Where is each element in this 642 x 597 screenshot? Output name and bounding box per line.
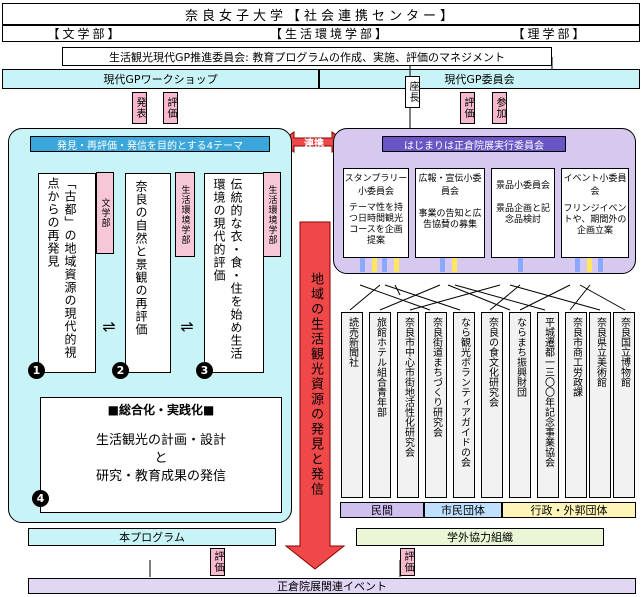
subcommittee-stamp <box>343 168 409 258</box>
subcommittee-prize-desc: 景品企画と記念品検討 <box>495 204 550 225</box>
program-label: 本プログラム <box>28 528 276 546</box>
center-arrow-text: 地域の生活観光資源の発見と発信 <box>308 272 323 497</box>
tag-sanka: 参加 <box>492 92 507 124</box>
faculty-bungaku: 【文学部】 <box>47 27 123 41</box>
faculty-rigaku: 【理学部】 <box>512 27 588 41</box>
theme-text-1: 「古都」の地域資源の現代的視点からの再発見 <box>46 177 77 359</box>
outside-org-label: 学外協力組織 <box>356 528 604 546</box>
theme-number-3: 3 <box>196 362 213 379</box>
committee-title: はじまりは正倉院展実行委員会 <box>382 136 566 152</box>
org-naramachi: ならまち振興財団 <box>509 312 531 498</box>
theme-tag-2: 生活環境学部 <box>175 172 195 257</box>
tag-hakken: 発表 <box>132 92 147 124</box>
gp-committee-banner: 生活観光現代GP推進委員会: 教育プログラムの作成、実施、評価のマネジメント <box>62 47 552 66</box>
subcommittee-pr-title: 広報・宣伝小委員会 <box>418 174 482 197</box>
tick-yellow-3 <box>452 258 457 272</box>
tick-yellow-5 <box>587 258 592 272</box>
theme-text-2: 奈良の自然と景観の再評価 <box>134 180 148 336</box>
subcommittee-pr <box>415 168 485 258</box>
tick-yellow-1 <box>372 258 377 272</box>
org-yomiuri: 読売新聞社 <box>341 312 363 498</box>
synthesis-line-3: 研究・教育成果の発信 <box>95 468 226 484</box>
synthesis-line-2: と <box>154 450 168 466</box>
org-shoko: 奈良市商工労政課 <box>565 312 587 498</box>
group-government: 行政・外郭団体 <box>502 502 636 518</box>
tick-blue-6 <box>598 258 603 272</box>
university-title: 奈良女子大学【社会連携センター】 <box>2 3 640 25</box>
tick-blue-1 <box>360 258 365 272</box>
subcommittee-stamp-title: スタンプラリー小委員会 <box>344 174 408 197</box>
faculty-letters <box>2 25 640 42</box>
tick-blue-2 <box>382 258 387 272</box>
theme-column-3 <box>204 173 264 373</box>
theme-column-1 <box>38 173 96 373</box>
theme-column-2 <box>125 173 171 373</box>
tag-hyouka-footer-left: 評価 <box>210 548 225 576</box>
gp-workshop: 現代GPワークショップ <box>2 69 319 89</box>
footer-event: 正倉院展関連イベント <box>28 578 636 594</box>
tick-yellow-2 <box>394 258 399 272</box>
org-hakubutsukan: 奈良国立博物館 <box>613 312 635 498</box>
org-volunteer: なら観光ボランティアガイドの会 <box>453 312 475 498</box>
subcommittee-pr-desc: 事業の告知と広告協賛の募集 <box>418 209 482 230</box>
tag-hyouka-right: 評価 <box>460 92 475 124</box>
org-chushin: 奈良市中心市街地活性化研究会 <box>397 312 419 498</box>
subcommittee-event-desc: フリンジイベントや、期間外の企画立案 <box>563 203 627 236</box>
subcommittee-event-title: イベント小委員会 <box>563 174 627 197</box>
theme-number-1: 1 <box>28 362 45 379</box>
synthesis-title: ■総合化・実践化■ <box>107 402 215 417</box>
subcommittee-event <box>561 168 629 258</box>
faculty-seikatsu: 【生活環境学部】 <box>269 27 390 41</box>
tick-blue-4 <box>518 258 523 272</box>
org-heijo: 平城遷都一三〇〇年記念事業協会 <box>537 312 559 498</box>
theme-text-3: 伝統的な衣・食・住を始め生活環境の現代的評価 <box>212 178 243 360</box>
theme-number-2: 2 <box>112 362 129 379</box>
tick-blue-5 <box>575 258 580 272</box>
group-citizen: 市民団体 <box>424 502 502 518</box>
swap-arrow-1: ⇌ <box>102 316 116 336</box>
org-bijutsukan: 奈良県立美術館 <box>589 312 611 498</box>
theme-tag-1: 文学部 <box>96 172 114 254</box>
tick-blue-3 <box>440 258 445 272</box>
synthesis-line-1: 生活観光の計画・設計 <box>95 432 226 448</box>
renkei-label: 連携 <box>304 138 324 150</box>
org-ryokan: 旅館ホテル組合青年部 <box>369 312 391 498</box>
subcommittee-prize <box>491 168 555 258</box>
group-private: 民間 <box>340 502 424 518</box>
gp-meeting: 現代GP委員会 <box>319 69 640 89</box>
theme-panel-title: 発見・再評価・発信を目的とする4テーマ <box>30 136 270 152</box>
tag-zachou: 座長 <box>405 76 420 108</box>
subcommittee-stamp-desc: テーマ性を持つ日時間観光コースを企画提案 <box>348 203 403 246</box>
org-shokubunka: 奈良の食文化研究会 <box>481 312 503 498</box>
synthesis-box <box>40 397 282 513</box>
swap-arrow-2: ⇌ <box>180 316 194 336</box>
tag-hyouka-left: 評価 <box>163 92 178 124</box>
org-kaido: 奈良街道まちづくり研究会 <box>425 312 447 498</box>
subcommittee-prize-title: 景品小委員会 <box>495 180 550 191</box>
theme-number-4: 4 <box>32 490 49 507</box>
theme-tag-3: 生活環境学部 <box>263 172 281 257</box>
tag-hyouka-footer-right: 評価 <box>400 548 415 576</box>
